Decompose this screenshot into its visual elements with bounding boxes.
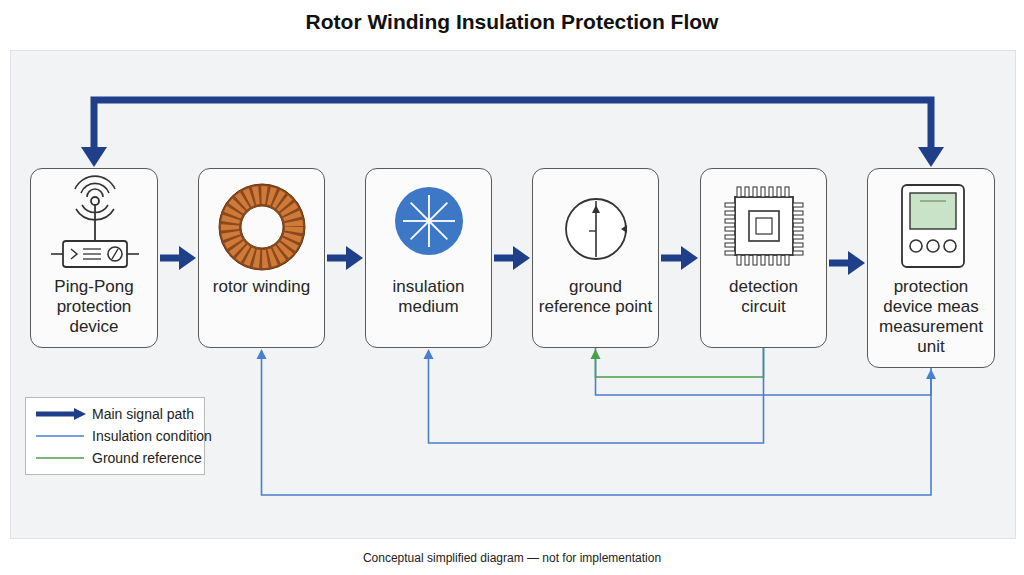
connector (494, 246, 530, 270)
connector (424, 348, 764, 443)
legend-row: Ground reference (34, 447, 196, 469)
legend-row: Insulation condition (34, 425, 196, 447)
legend-sample (34, 430, 88, 442)
node-label: rotor winding (204, 277, 319, 297)
diagram-caption: Conceptual simplified diagram — not for … (0, 551, 1024, 565)
connector (829, 251, 865, 275)
legend-sample (34, 452, 88, 464)
legend-row: Main signal path (34, 403, 196, 425)
process-box: detection circuit (700, 168, 827, 348)
node-label: insulation medium (371, 277, 486, 317)
legend-label: Main signal path (92, 406, 194, 422)
node-label: ground reference point (538, 277, 653, 317)
process-box: rotor winding (198, 168, 325, 348)
node-icon (31, 169, 158, 279)
connector (661, 246, 698, 270)
node-icon (868, 169, 995, 279)
legend-sample (34, 408, 88, 420)
connector (591, 348, 764, 377)
process-box: ground reference point (532, 168, 659, 348)
connector (160, 246, 196, 270)
node-icon (701, 169, 828, 279)
process-box: insulation medium (365, 168, 492, 348)
diagram-title: Rotor Winding Insulation Protection Flow (0, 10, 1024, 34)
legend-label: Insulation condition (92, 428, 212, 444)
connector (81, 100, 944, 167)
node-icon (533, 169, 660, 279)
node-icon (199, 169, 326, 279)
node-label: Ping-Pong protection device (36, 277, 152, 337)
connector (257, 349, 932, 495)
connector (327, 246, 363, 270)
process-box: Ping-Pong protection device (30, 168, 158, 348)
node-icon (366, 169, 493, 279)
legend-box: Main signal pathInsulation conditionGrou… (25, 397, 205, 475)
node-label: protection device meas measurement unit (873, 277, 989, 357)
process-box: protection device meas measurement unit (867, 168, 995, 368)
legend-label: Ground reference (92, 450, 202, 466)
node-label: detection circuit (706, 277, 821, 317)
